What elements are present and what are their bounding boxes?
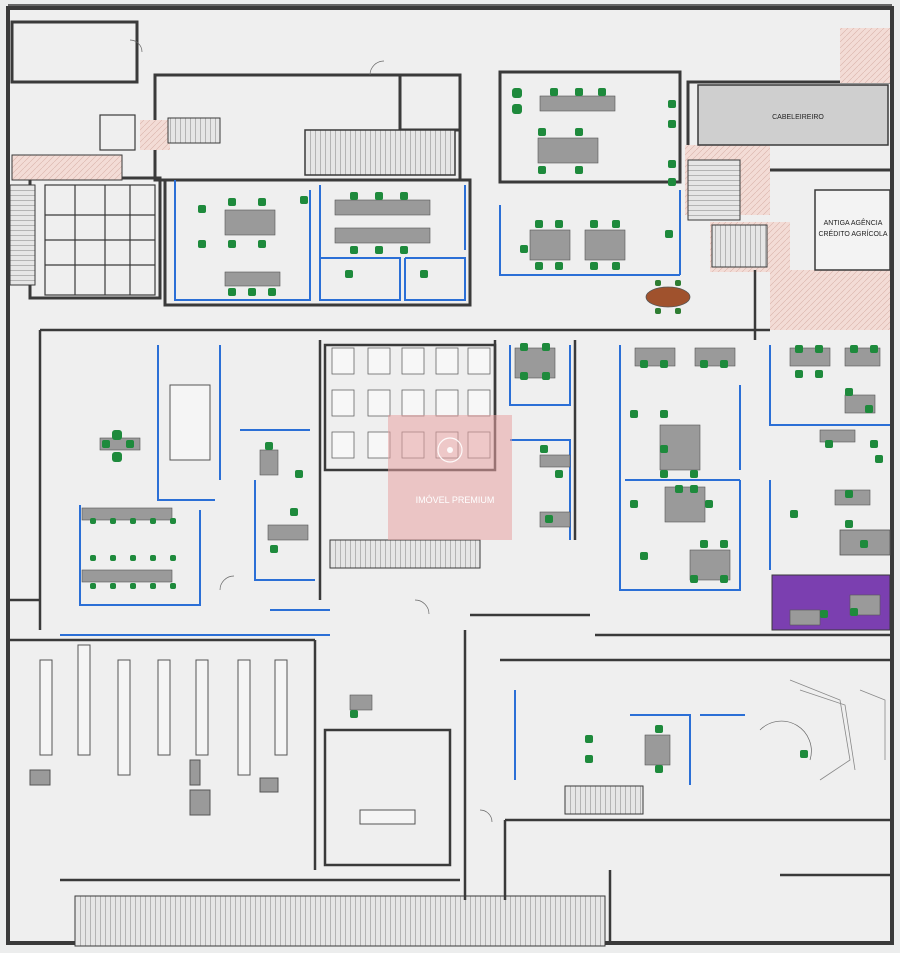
watermark-text: IMÓVEL PREMIUM <box>416 495 495 505</box>
door-swings <box>129 39 812 823</box>
label-cabeleireiro: CABELEIREIRO <box>772 114 824 121</box>
room-antiga-agencia <box>814 189 891 271</box>
chair-icon <box>90 88 883 773</box>
stair-icon <box>9 117 768 947</box>
label-credito-agricola: CRÉDITO AGRÍCOLA <box>818 229 887 238</box>
restroom-block <box>44 114 156 296</box>
room-cabeleireiro <box>697 84 889 146</box>
watermark-logo-icon: IMÓVEL PREMIUM <box>388 415 512 540</box>
reception-area <box>789 679 886 781</box>
lab-benches <box>29 644 416 825</box>
label-antiga-agencia: ANTIGA AGÊNCIA <box>824 218 883 227</box>
glass-partitions <box>60 180 890 785</box>
